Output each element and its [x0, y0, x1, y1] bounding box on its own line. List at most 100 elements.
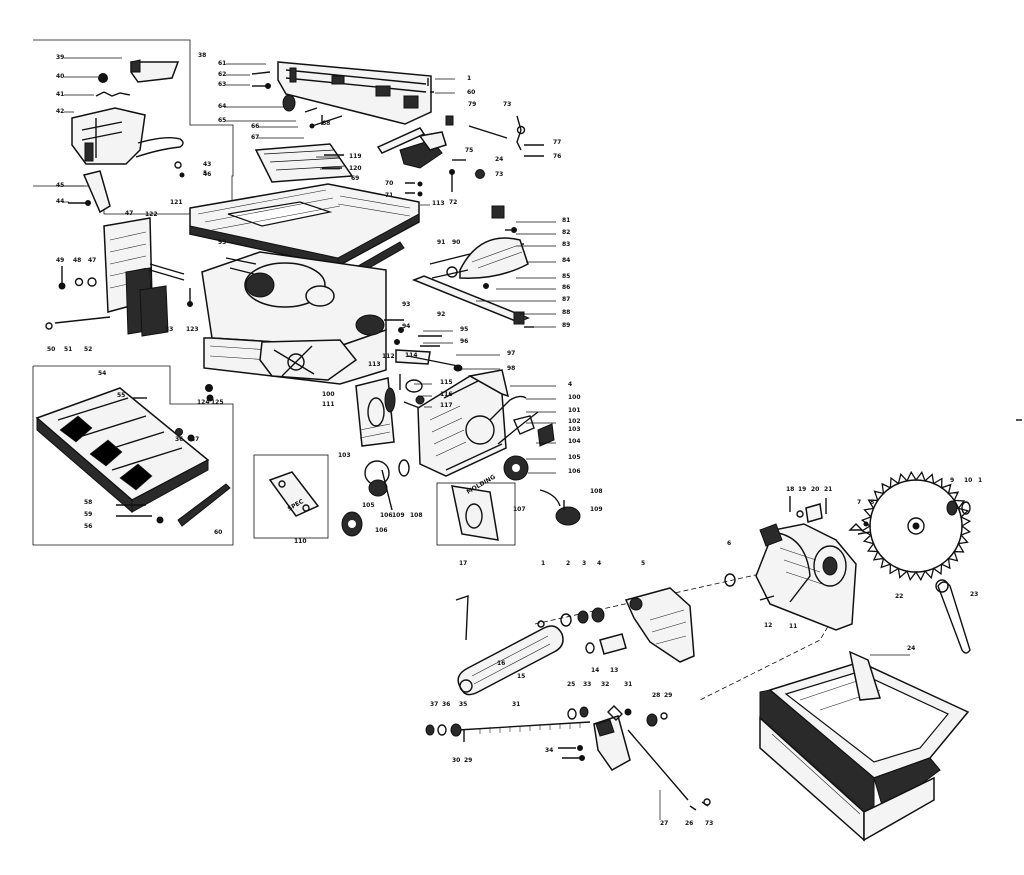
part-label: 70	[385, 180, 393, 187]
part-label: 117	[440, 402, 453, 409]
part-label: 94	[402, 323, 410, 330]
part-label: 20	[811, 486, 819, 493]
part-label: 90	[452, 239, 460, 246]
part-label: 41	[56, 91, 64, 98]
fence-bracket-group	[45, 217, 193, 337]
miter-gauge-group	[411, 205, 534, 328]
part-label: 85	[562, 273, 570, 280]
part-label: 97	[507, 350, 515, 357]
part-label: 21	[824, 486, 832, 493]
part-label: 47	[88, 257, 96, 264]
part-label: 31	[512, 701, 520, 708]
part-label: 43	[203, 161, 211, 168]
part-label: 77	[553, 139, 561, 146]
part-label: 9	[950, 477, 954, 484]
part-label: 51	[64, 346, 72, 353]
part-label: 95	[460, 326, 468, 333]
rail-assembly-group	[251, 61, 544, 197]
leader-lines	[63, 57, 556, 474]
part-label: 106	[568, 468, 581, 475]
part-label: 24	[495, 156, 503, 163]
part-label: 62	[218, 71, 226, 78]
part-label: 5	[641, 560, 645, 567]
part-label: 48	[73, 257, 81, 264]
part-label: 96	[460, 338, 468, 345]
part-label: 93	[218, 239, 226, 246]
part-label: 39	[56, 54, 64, 61]
part-label: 106	[375, 527, 388, 534]
part-label: 64	[218, 103, 226, 110]
part-label: 36	[442, 701, 450, 708]
part-label: 109	[590, 506, 603, 513]
part-label: 100	[568, 394, 581, 401]
part-label: 79	[468, 101, 476, 108]
part-label: 72	[449, 199, 457, 206]
part-label: 11	[789, 623, 797, 630]
part-label: 60	[467, 89, 475, 96]
part-label: 47	[125, 210, 133, 217]
part-label: 13	[610, 667, 618, 674]
part-label: 105	[568, 454, 581, 461]
part-label: 19	[798, 486, 806, 493]
part-label: 75	[465, 147, 473, 154]
part-label: 114	[405, 352, 418, 359]
part-label: 24	[907, 645, 915, 652]
part-label: 108	[410, 512, 423, 519]
part-label: 4	[597, 560, 601, 567]
drive-assembly-group	[455, 496, 907, 701]
part-label: 28	[652, 692, 660, 699]
part-label: 3	[582, 560, 586, 567]
part-label: 14	[591, 667, 599, 674]
blade-teeth	[860, 470, 972, 582]
part-label: 103	[568, 426, 581, 433]
part-label: 121	[170, 199, 183, 206]
part-label: 71	[385, 192, 393, 199]
part-label: 29	[464, 757, 472, 764]
part-label: 50	[47, 346, 55, 353]
part-label: 125	[211, 399, 224, 406]
part-label: 18	[786, 486, 794, 493]
part-label: 30	[452, 757, 460, 764]
part-label: 59	[84, 511, 92, 518]
part-label: 105	[362, 502, 375, 509]
part-label: 101	[568, 407, 581, 414]
base-frame	[759, 650, 970, 842]
part-label: 112	[382, 353, 395, 360]
part-label: 65	[218, 117, 226, 124]
part-label: 123	[186, 326, 199, 333]
part-label: 33	[583, 681, 591, 688]
part-label: 1	[978, 477, 982, 484]
part-label: 56	[84, 523, 92, 530]
part-label: 100	[322, 391, 335, 398]
part-label: 83	[562, 241, 570, 248]
part-label: 61	[218, 60, 226, 67]
part-label: 124	[197, 399, 210, 406]
part-label: 73	[705, 820, 713, 827]
base-tray-group	[32, 365, 234, 546]
part-label: 54	[98, 370, 106, 377]
part-label: 98	[507, 365, 515, 372]
part-label: 66	[251, 123, 259, 130]
part-label: 52	[84, 346, 92, 353]
part-label: 76	[553, 153, 561, 160]
part-label: 27	[660, 820, 668, 827]
part-label: 16	[497, 660, 505, 667]
part-label: 15	[517, 673, 525, 680]
part-label: 115	[440, 379, 453, 386]
part-label: 104	[568, 438, 581, 445]
part-label: 38	[198, 52, 206, 59]
part-label: 109	[392, 512, 405, 519]
part-label: 37	[191, 436, 199, 443]
part-label: 29	[664, 692, 672, 699]
part-label: 81	[562, 217, 570, 224]
part-label: 22	[895, 593, 903, 600]
part-label: 17	[459, 560, 467, 567]
part-label: 36	[175, 436, 183, 443]
part-label: 86	[562, 284, 570, 291]
part-label: 102	[568, 418, 581, 425]
motor-mount-group	[425, 705, 711, 820]
part-label: 91	[437, 239, 445, 246]
table-body-group	[189, 183, 430, 385]
